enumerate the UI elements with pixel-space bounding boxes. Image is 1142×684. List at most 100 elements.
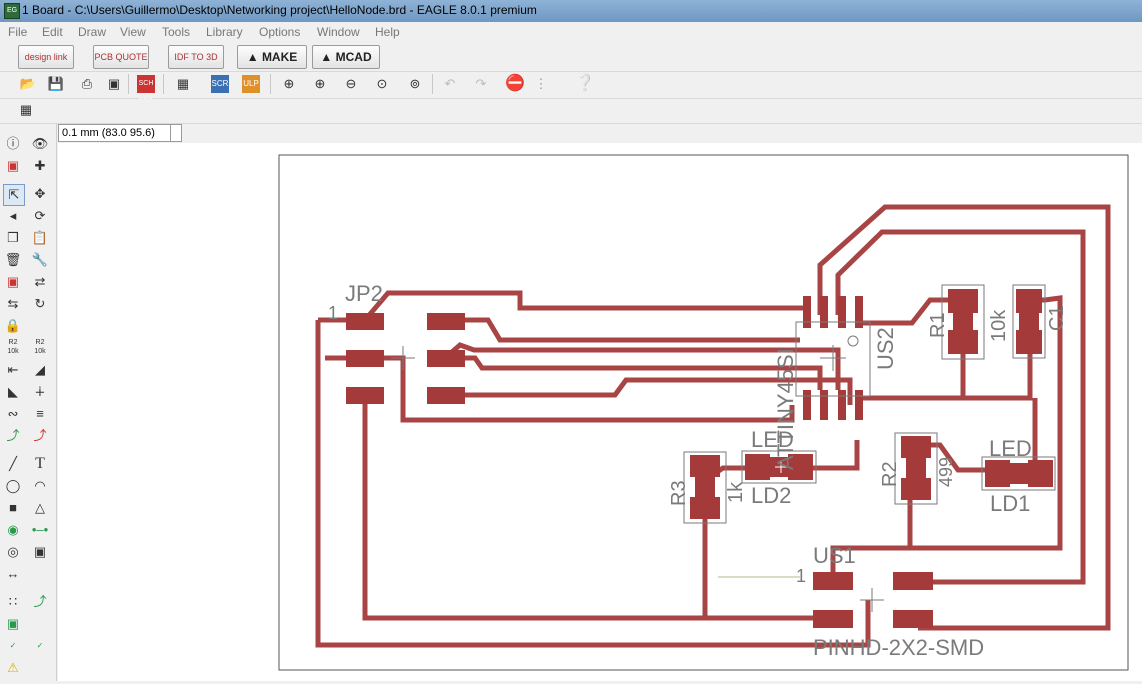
lock-icon[interactable]: 🔒: [4, 318, 22, 333]
lock-rotate-icon[interactable]: ↻: [34, 296, 46, 311]
pad: [893, 610, 933, 628]
zoom-redraw-icon[interactable]: ⊙: [376, 76, 388, 91]
menu-draw[interactable]: Draw: [78, 25, 107, 39]
ratsnest-icon[interactable]: ∷: [8, 594, 18, 609]
menu-tools[interactable]: Tools: [162, 25, 191, 39]
make-label: MAKE: [261, 50, 298, 64]
via-icon[interactable]: ◉: [7, 522, 19, 537]
paste-icon[interactable]: 📋: [31, 230, 49, 245]
ulp-icon[interactable]: ULP: [242, 75, 260, 93]
layer-icon[interactable]: ▣: [6, 616, 20, 631]
swap-icon[interactable]: ⇆: [7, 296, 19, 311]
layer-settings-icon[interactable]: ▣: [6, 158, 20, 173]
rectangle-icon[interactable]: ■: [9, 500, 17, 515]
stop-icon[interactable]: ⛔: [505, 75, 525, 92]
route-icon[interactable]: ⤴: [6, 428, 20, 443]
autorouter-icon[interactable]: ≡: [36, 406, 44, 421]
make-button[interactable]: ▲ MAKE: [237, 45, 307, 69]
copy-icon[interactable]: ❐: [7, 230, 19, 245]
label-jp2-pin1: 1: [328, 303, 338, 323]
menu-library[interactable]: Library: [206, 25, 243, 39]
pin1-marker: [847, 335, 859, 347]
menu-file[interactable]: File: [8, 25, 28, 39]
info-icon[interactable]: ⓘ: [6, 136, 20, 151]
design-link-button[interactable]: design link: [18, 45, 74, 69]
undo-icon[interactable]: ↶: [444, 76, 456, 91]
replace-icon[interactable]: ⇄: [34, 274, 46, 289]
arc-icon[interactable]: ◠: [34, 478, 46, 493]
zoom-fit-icon[interactable]: ⊕: [283, 76, 295, 91]
help-icon[interactable]: ❔: [575, 75, 595, 92]
idf-to-3d-button[interactable]: IDF TO 3D: [168, 45, 224, 69]
library-icon[interactable]: ▦: [176, 76, 190, 91]
print-icon[interactable]: ⎙: [81, 76, 93, 91]
eye-icon[interactable]: 👁: [31, 136, 49, 151]
rotate-icon[interactable]: ⟳: [34, 208, 46, 223]
menu-help[interactable]: Help: [375, 25, 400, 39]
mcad-button[interactable]: ▲ MCAD: [312, 45, 380, 69]
eagle-app-icon: EG: [4, 3, 20, 19]
toolbar-separator: [128, 74, 129, 94]
mirror-icon[interactable]: ◂: [9, 208, 17, 223]
pad: [745, 454, 770, 480]
smash-icon[interactable]: ⇤: [7, 362, 19, 377]
add-part-icon[interactable]: ▣: [6, 274, 20, 289]
toolbar-integrations: design link PCB QUOTE IDF TO 3D ▲ MAKE ▲…: [0, 42, 1142, 72]
board-drawing[interactable]: JP2 1 R1 10k C1 US2 ATTINY45SI LED LD2 R…: [58, 143, 1142, 681]
trace: [800, 440, 860, 471]
value-icon[interactable]: R2 10k: [34, 339, 46, 355]
pad: [813, 610, 853, 628]
drc-icon[interactable]: ✓: [36, 641, 44, 650]
split-icon[interactable]: ◣: [8, 384, 18, 399]
cam-icon[interactable]: ▣: [107, 76, 121, 91]
toolbar-separator: [270, 74, 271, 94]
pad: [803, 296, 811, 328]
redo-icon[interactable]: ↷: [475, 76, 487, 91]
menu-window[interactable]: Window: [317, 25, 360, 39]
move-icon[interactable]: ✥: [34, 186, 46, 201]
polygon-icon[interactable]: △: [35, 500, 45, 515]
grid-icon[interactable]: ▦: [19, 102, 33, 117]
menu-view[interactable]: View: [120, 25, 146, 39]
pcb-quote-button[interactable]: PCB QUOTE: [93, 45, 149, 69]
circle-icon[interactable]: ◯: [5, 478, 21, 493]
wrench-icon[interactable]: 🔧: [31, 252, 49, 267]
select-icon[interactable]: ⇱: [3, 184, 25, 206]
dimension-icon[interactable]: ↔: [6, 566, 20, 581]
menu-options[interactable]: Options: [259, 25, 301, 39]
window-title: 1 Board - C:\Users\Guillermo\Desktop\Net…: [22, 3, 537, 17]
hole-icon[interactable]: ◎: [7, 544, 19, 559]
pad: [346, 387, 384, 404]
schematic-icon[interactable]: SCH BRD: [137, 75, 155, 105]
line-icon[interactable]: ╱: [9, 456, 17, 471]
ripup-icon[interactable]: ⤴: [33, 428, 47, 443]
signal-icon[interactable]: •–•: [31, 522, 49, 537]
zoom-select-icon[interactable]: ⊚: [409, 76, 421, 91]
open-icon[interactable]: 📂: [19, 76, 37, 91]
miter-icon[interactable]: ◢: [35, 362, 45, 377]
meander-icon[interactable]: ∾: [7, 406, 19, 421]
attribute-icon[interactable]: ▣: [33, 544, 47, 559]
auto-route-icon[interactable]: ⤴: [33, 594, 47, 609]
pad: [893, 572, 933, 590]
script-icon[interactable]: SCR: [211, 75, 229, 93]
delete-icon[interactable]: 🗑: [4, 252, 22, 267]
pad: [901, 478, 931, 500]
toolbar-main: 📂 💾 ⎙ ▣ SCH BRD ▦ SCR ULP ⊕ ⊕ ⊖ ⊙ ⊚ ↶ ↷ …: [0, 72, 1142, 105]
pad: [690, 455, 720, 477]
text-icon[interactable]: T: [35, 455, 45, 472]
zoom-in-icon[interactable]: ⊕: [314, 76, 326, 91]
erc-icon[interactable]: ✓: [9, 641, 17, 650]
label-attiny: ATTINY45SI: [773, 348, 798, 470]
warning-icon[interactable]: ⚠: [7, 660, 19, 675]
menu-edit[interactable]: Edit: [42, 25, 63, 39]
name-icon[interactable]: R2 10k: [7, 339, 19, 355]
silkscreen: [391, 284, 1056, 612]
command-line-input[interactable]: [170, 124, 182, 142]
go-icon[interactable]: ⋮: [534, 76, 548, 91]
mark-icon[interactable]: ✚: [34, 158, 46, 173]
board-canvas[interactable]: JP2 1 R1 10k C1 US2 ATTINY45SI LED LD2 R…: [58, 143, 1142, 681]
save-icon[interactable]: 💾: [47, 76, 65, 91]
zoom-out-icon[interactable]: ⊖: [345, 76, 357, 91]
optimize-icon[interactable]: ∔: [34, 384, 46, 399]
